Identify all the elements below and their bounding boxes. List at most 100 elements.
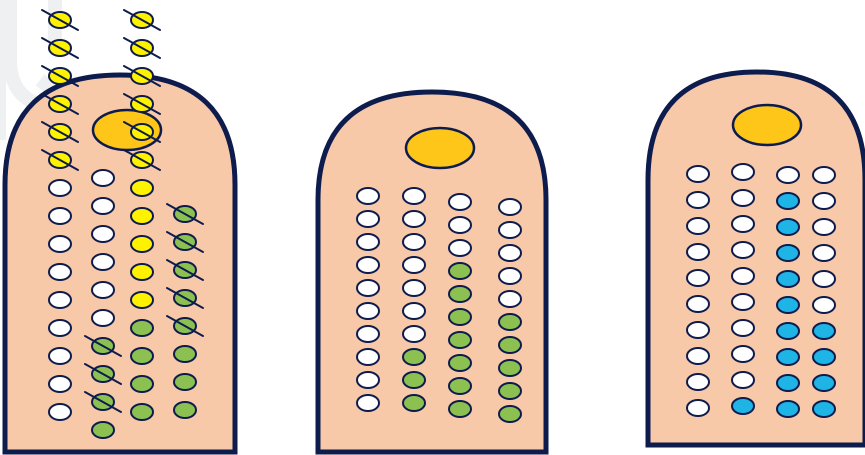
cross-out-mark [41,37,79,59]
yellow-cell [130,207,154,225]
white-cell [686,399,710,417]
white-cell [356,187,380,205]
white-cell [356,233,380,251]
cross-out-mark [84,363,122,385]
white-cell [402,302,426,320]
white-cell [91,197,115,215]
green-cell [173,401,197,419]
green-cell [448,262,472,280]
blue-cell [776,348,800,366]
white-cell [686,243,710,261]
green-cell [448,308,472,326]
cross-out-mark [166,287,204,309]
white-cell [91,225,115,243]
green-cell [402,394,426,412]
white-cell [686,321,710,339]
white-cell [812,218,836,236]
blue-cell [812,374,836,392]
white-cell [812,296,836,314]
white-cell [731,345,755,363]
white-cell [731,319,755,337]
white-cell [402,233,426,251]
green-cell [448,331,472,349]
yellow-cell [130,179,154,197]
green-cell [130,319,154,337]
cross-out-mark [84,335,122,357]
white-cell [731,241,755,259]
cross-out-mark [41,9,79,31]
blue-cell [776,218,800,236]
white-cell [356,394,380,412]
white-cell [356,279,380,297]
white-cell [356,302,380,320]
white-cell [686,217,710,235]
white-cell [356,325,380,343]
nucleus-cell [731,103,803,147]
white-cell [731,371,755,389]
cross-out-mark [84,391,122,413]
white-cell [48,207,72,225]
white-cell [731,267,755,285]
green-cell [402,348,426,366]
white-cell [776,166,800,184]
cross-out-mark [123,9,161,31]
green-cell [91,421,115,439]
white-cell [91,169,115,187]
cross-out-mark [41,65,79,87]
white-cell [498,244,522,262]
white-cell [48,263,72,281]
white-cell [686,295,710,313]
white-cell [402,187,426,205]
white-cell [686,165,710,183]
green-cell [130,403,154,421]
white-cell [48,347,72,365]
blue-cell [731,397,755,415]
green-cell [402,371,426,389]
white-cell [448,216,472,234]
green-cell [448,400,472,418]
blue-cell [776,374,800,392]
yellow-cell [130,263,154,281]
blue-cell [776,192,800,210]
cross-out-mark [123,65,161,87]
green-cell [498,359,522,377]
white-cell [402,325,426,343]
blue-cell [776,244,800,262]
cell-group [356,187,522,423]
green-cell [448,285,472,303]
blue-cell [812,348,836,366]
green-cell [173,345,197,363]
white-cell [356,348,380,366]
white-cell [356,371,380,389]
green-cell [130,347,154,365]
white-cell [498,221,522,239]
white-cell [812,192,836,210]
white-cell [48,375,72,393]
white-cell [812,244,836,262]
white-cell [48,319,72,337]
green-cell [498,382,522,400]
nucleus-cell [404,126,476,170]
white-cell [48,179,72,197]
green-cell [173,373,197,391]
cross-out-mark [123,149,161,171]
white-cell [686,347,710,365]
white-cell [402,279,426,297]
green-cell [498,405,522,423]
white-cell [356,256,380,274]
white-cell [448,193,472,211]
root-panel-2 [315,89,549,455]
root-panel-3 [645,69,865,448]
green-cell [448,354,472,372]
white-cell [48,235,72,253]
blue-cell [812,400,836,418]
blue-cell [776,270,800,288]
white-cell [731,163,755,181]
white-cell [498,267,522,285]
blue-cell [812,322,836,340]
white-cell [498,290,522,308]
white-cell [356,210,380,228]
cross-out-mark [166,315,204,337]
blue-cell [776,322,800,340]
